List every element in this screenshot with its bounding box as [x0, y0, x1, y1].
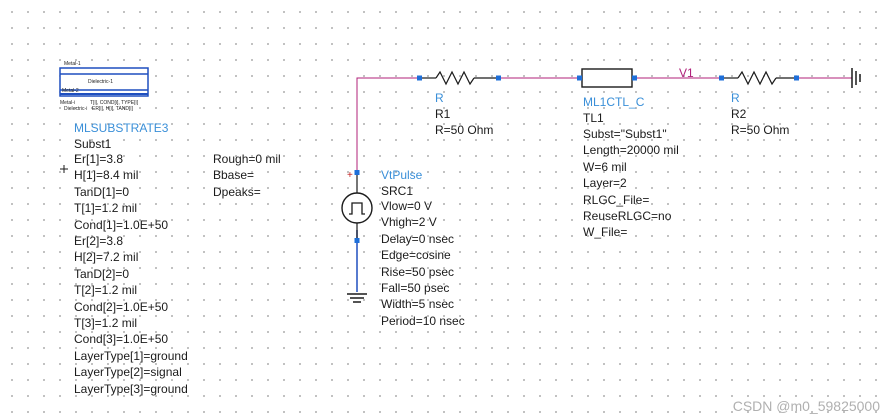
substrate-param: Er[1]=3.8 — [74, 152, 124, 166]
preview-metal1-label: Metal-1 — [64, 61, 81, 67]
substrate-extra-param-list: Rough=0 mil Bbase= Dpeaks= — [213, 151, 281, 200]
substrate-extra-param: Dpeaks= — [213, 184, 261, 199]
substrate-param: Cond[1]=1.0E+50 — [74, 217, 169, 232]
tl1-param: Layer=2 — [583, 176, 627, 191]
source-param: Edge=cosine — [381, 248, 451, 263]
substrate-instance-name: Subst1 — [74, 137, 112, 151]
tl1-param: W=6 mil — [583, 159, 627, 174]
source-param: Vlow=0 V — [381, 199, 433, 213]
r2-instance-name: R2 — [731, 107, 747, 121]
substrate-param: H[2]=7.2 mil — [74, 250, 139, 265]
source-plus-sign: + — [347, 170, 353, 181]
tl1-param: Length=20000 mil — [583, 143, 679, 158]
transmission-line-tl1-symbol[interactable] — [577, 68, 637, 88]
source-param-list: Vlow=0 V Vhigh=2 V Delay=0 nsec Edge=cos… — [381, 198, 465, 329]
resistor-r1-symbol[interactable] — [417, 70, 501, 86]
tl1-param: Subst="Subst1" — [583, 127, 667, 141]
substrate-param: LayerType[2]=signal — [74, 365, 182, 380]
tl1-param: W_File= — [583, 225, 628, 240]
tl1-param: RLGC_File= — [583, 192, 650, 207]
substrate-extra-param: Rough=0 mil — [213, 152, 281, 166]
tl1-param: ReuseRLGC=no — [583, 209, 672, 224]
substrate-param: T[3]=1.2 mil — [74, 316, 138, 331]
pulse-source-symbol[interactable] — [341, 170, 373, 243]
ground-bottom-icon[interactable] — [347, 293, 367, 303]
source-param: Vhigh=2 V — [381, 215, 437, 230]
substrate-extra-param: Bbase= — [213, 168, 255, 183]
substrate-param: TanD[1]=0 — [74, 184, 130, 199]
substrate-param: Cond[2]=1.0E+50 — [74, 299, 169, 314]
preview-metal2-label: Metal-2 — [62, 88, 79, 94]
substrate-component-label: MLSUBSTRATE3 — [74, 121, 169, 135]
net-label-v1[interactable]: V1 — [679, 66, 694, 80]
source-instance-name: SRC1 — [381, 184, 414, 198]
substrate-param: H[1]=8.4 mil — [74, 168, 139, 183]
source-param: Fall=50 psec — [381, 281, 450, 296]
preview-legend-metal-value: T[i], COND[i], TYPE[i] — [90, 100, 138, 106]
substrate-param: T[1]=1.2 mil — [74, 201, 138, 216]
resistor-r2-symbol[interactable] — [719, 70, 799, 86]
source-param: Width=5 nsec — [381, 297, 455, 312]
preview-dielectric1-label: Dielectric-1 — [88, 79, 114, 85]
r1-instance-name: R1 — [435, 107, 451, 121]
r1-param: R=50 Ohm — [435, 123, 494, 137]
substrate-param: LayerType[3]=ground — [74, 381, 188, 396]
source-param: Rise=50 psec — [381, 264, 455, 279]
tl1-instance-name: TL1 — [583, 111, 604, 125]
preview-legend-dielectric-value: ER[i], H[i], TAND[i] — [92, 106, 133, 112]
substrate-param: Er[2]=3.8 — [74, 234, 124, 249]
source-param: Delay=0 nsec — [381, 231, 455, 246]
r2-component-label: R — [731, 91, 740, 105]
substrate-param: TanD[2]=0 — [74, 266, 130, 281]
substrate-param: Cond[3]=1.0E+50 — [74, 332, 169, 347]
substrate-param: T[2]=1.2 mil — [74, 283, 138, 298]
crosshair-cursor-icon — [60, 165, 68, 173]
substrate-preview-symbol[interactable] — [59, 67, 149, 97]
substrate-param: LayerType[1]=ground — [74, 348, 188, 363]
r2-param: R=50 Ohm — [731, 123, 790, 137]
preview-legend-dielectric: Dielectric-i — [64, 106, 88, 112]
source-param: Period=10 nsec — [381, 313, 465, 328]
watermark: CSDN @m0_59825000 — [732, 398, 880, 414]
substrate-param-list: Er[1]=3.8 H[1]=8.4 mil TanD[1]=0 T[1]=1.… — [74, 151, 188, 397]
tl1-component-label: ML1CTL_C — [583, 95, 645, 109]
preview-legend-metal: Metal-i — [60, 100, 76, 106]
ground-right-icon[interactable] — [851, 68, 861, 88]
r1-component-label: R — [435, 91, 444, 105]
source-component-label: VtPulse — [381, 168, 423, 182]
tl1-param-list: Subst="Subst1" Length=20000 mil W=6 mil … — [583, 126, 679, 241]
